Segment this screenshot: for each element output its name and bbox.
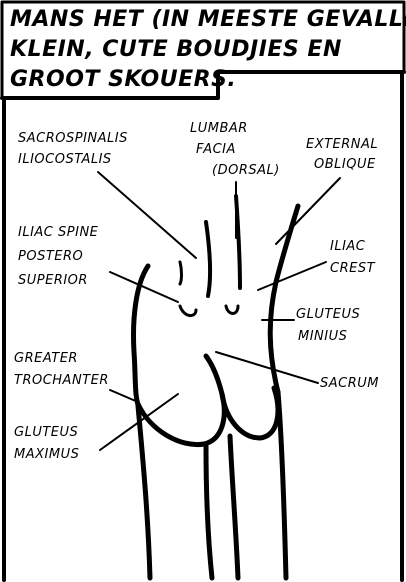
label-iliac-crest-1: ILIAC — [330, 239, 366, 254]
label-sacrospinalis-2: ILIOCOSTALIS — [18, 152, 112, 167]
label-lumbar-3: (DORSAL) — [212, 163, 280, 178]
dimple-left — [180, 306, 196, 316]
caption-line-3: GROOT SKOUERS. — [10, 67, 236, 92]
label-iliac-spine-2: POSTERO — [18, 249, 83, 264]
erector-short — [180, 262, 182, 284]
left-buttock — [138, 356, 224, 445]
label-greater-trochanter-1: GREATER — [14, 351, 78, 366]
label-gluteus-maximus-2: MAXIMUS — [14, 447, 79, 462]
label-sacrospinalis-1: SACROSPINALIS — [18, 131, 128, 146]
right-leg-outer — [278, 392, 286, 578]
dimple-right — [226, 306, 238, 314]
left-leg-inner — [206, 446, 212, 578]
label-lumbar-2: FACIA — [196, 142, 236, 157]
label-gluteus-minius-1: GLUTEUS — [296, 307, 360, 322]
label-external-oblique-1: EXTERNAL — [306, 137, 378, 152]
leader-iliac-crest — [258, 262, 326, 290]
caption-line-2: KLEIN, CUTE BOUDJIES EN — [10, 37, 342, 62]
right-torso-outline — [270, 206, 298, 392]
label-lumbar-1: LUMBAR — [190, 121, 248, 136]
leader-sacrospinalis — [98, 172, 196, 258]
right-buttock — [222, 388, 278, 438]
label-gluteus-minius-2: MINIUS — [298, 329, 347, 344]
label-iliac-spine-1: ILIAC SPINE — [18, 225, 99, 240]
figure-back-view — [134, 196, 298, 578]
left-leg-outer — [138, 406, 150, 578]
right-leg-inner — [230, 436, 238, 578]
label-iliac-spine-3: SUPERIOR — [18, 273, 88, 288]
caption-line-1: MANS HET (IN MEESTE GEVALLE) — [10, 7, 406, 32]
label-gluteus-maximus-1: GLUTEUS — [14, 425, 78, 440]
label-iliac-crest-2: CREST — [330, 261, 376, 276]
spine-line-right — [236, 196, 240, 288]
leader-external-oblique — [276, 178, 340, 244]
spine-line-left — [206, 222, 210, 296]
label-external-oblique-2: OBLIQUE — [314, 157, 376, 172]
label-greater-trochanter-2: TROCHANTER — [14, 373, 109, 388]
label-sacrum: SACRUM — [320, 376, 379, 391]
leader-sacrum — [216, 352, 318, 383]
